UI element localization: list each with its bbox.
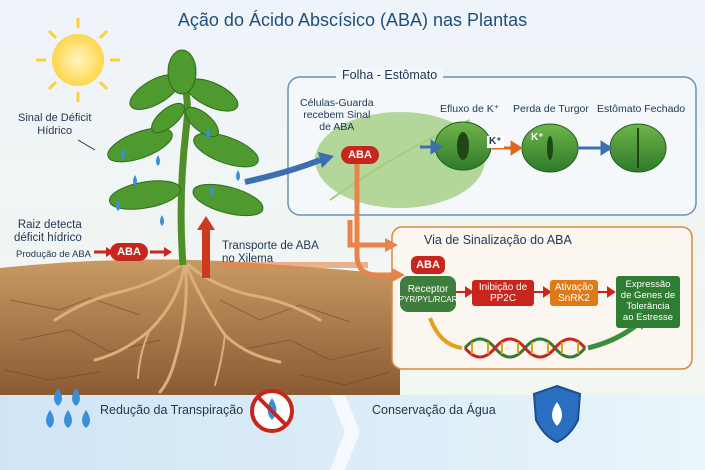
shield-water-icon: [532, 384, 582, 444]
aba-leaf-badge: ABA: [341, 146, 379, 164]
signal-panel-frame: [391, 226, 693, 370]
water-drops-falling: [116, 128, 240, 226]
no-transpiration-icon: [250, 389, 294, 433]
k-ion-badge: K⁺: [487, 136, 504, 148]
transpiration-reduction-label: Redução da Transpiração: [100, 403, 244, 417]
water-conservation-label: Conservação da Água: [372, 403, 496, 417]
k-ion-label: K⁺: [531, 132, 544, 143]
aba-signal-badge: ABA: [411, 256, 445, 274]
step-stomata-closed: Estômato Fechado: [597, 103, 686, 115]
sun-icon: [36, 18, 120, 102]
step-k-efflux: Efluxo de K⁺: [440, 103, 500, 115]
stomata-images: [434, 121, 667, 173]
aba-production-label: Produção de ABA: [16, 249, 91, 260]
step-turgor-loss: Perda de Turgor: [513, 103, 589, 115]
leaf-panel-title: Folha - Estômato: [336, 68, 444, 82]
water-drops-icon: [46, 388, 90, 428]
signal-panel-title: Via de Sinalização do ABA: [418, 233, 578, 247]
aba-root-badge: ABA: [110, 243, 148, 261]
root-system: [53, 260, 322, 394]
dna-helix-icon: [463, 337, 587, 359]
diagram-title: Ação do Ácido Abscísico (ABA) nas Planta…: [177, 10, 528, 30]
